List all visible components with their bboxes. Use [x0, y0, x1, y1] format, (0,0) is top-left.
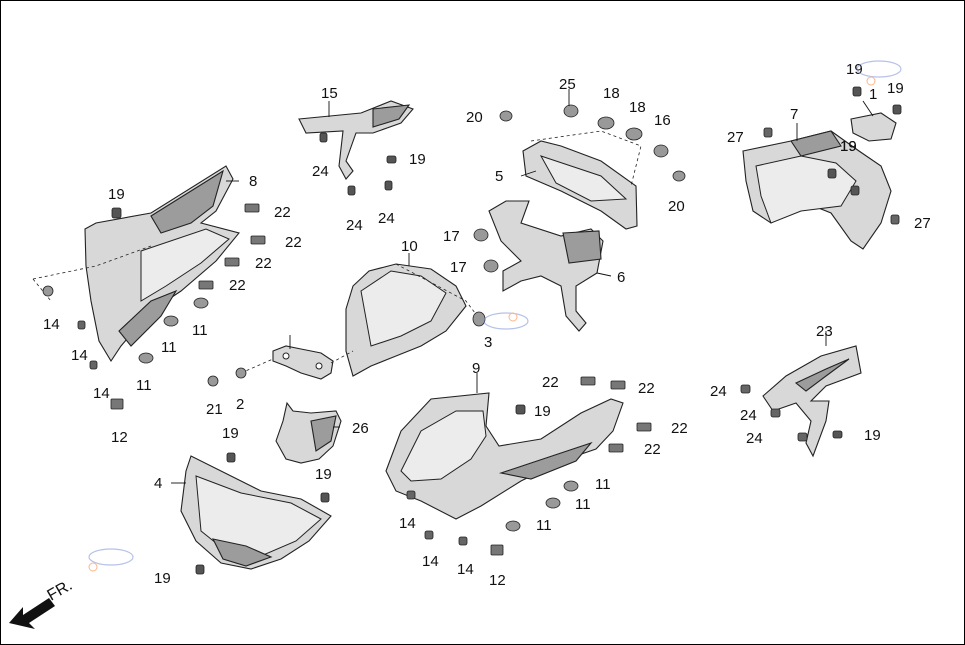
callout-22: 22	[644, 441, 661, 458]
callout-20: 20	[466, 109, 483, 126]
callout-19: 19	[887, 80, 904, 97]
callout-11: 11	[536, 517, 552, 534]
callout-27: 27	[914, 215, 931, 232]
callout-24: 24	[740, 407, 757, 424]
callout-5: 5	[495, 168, 503, 185]
grommet-icon	[42, 104, 686, 532]
callout-11: 11	[595, 476, 611, 493]
callout-10: 10	[401, 238, 418, 255]
headlight-part-7	[742, 130, 892, 250]
callout-22: 22	[229, 277, 246, 294]
callout-14: 14	[422, 553, 439, 570]
bracket-part-23	[762, 345, 862, 458]
callout-22: 22	[274, 204, 291, 221]
callout-14: 14	[399, 515, 416, 532]
callout-22: 22	[255, 255, 272, 272]
callout-18: 18	[629, 99, 646, 116]
callout-12: 12	[489, 572, 506, 589]
callout-22: 22	[285, 234, 302, 251]
callout-7: 7	[790, 106, 798, 123]
stay-part-6	[488, 200, 604, 332]
callout-labels: 1 2 3 4 5 6 7 8 9 10 11 11 11 11 11 11 1…	[43, 61, 931, 589]
callout-17: 17	[450, 259, 467, 276]
callout-9: 9	[472, 360, 480, 377]
callout-22: 22	[638, 380, 655, 397]
clip-nut-icon	[110, 203, 652, 556]
screen-bracket-part-13	[272, 345, 334, 380]
lower-cowl-part-4	[180, 455, 332, 570]
bracket-part-1	[850, 112, 897, 142]
callout-24: 24	[378, 210, 395, 227]
left-side-fairing-part-8	[84, 165, 240, 363]
callout-11: 11	[136, 377, 152, 394]
callout-19: 19	[846, 61, 863, 78]
callout-15: 15	[321, 85, 338, 102]
callout-19: 19	[534, 403, 551, 420]
callout-19: 19	[108, 186, 125, 203]
callout-18: 18	[603, 85, 620, 102]
callout-8: 8	[249, 173, 257, 190]
callout-27: 27	[727, 129, 744, 146]
upper-bracket-part-15	[298, 100, 414, 180]
small-screw-icon	[77, 127, 900, 546]
callout-19: 19	[409, 151, 426, 168]
callout-19: 19	[840, 138, 857, 155]
inner-cover-part-26	[275, 401, 342, 464]
callout-24: 24	[346, 217, 363, 234]
callout-4: 4	[154, 475, 162, 492]
callout-11: 11	[575, 496, 591, 513]
callout-14: 14	[457, 561, 474, 578]
callout-22: 22	[542, 374, 559, 391]
callout-16: 16	[654, 112, 671, 129]
callout-19: 19	[840, 138, 857, 155]
front-direction-arrow: FR.	[9, 577, 75, 629]
callout-6: 6	[617, 269, 625, 286]
callout-19: 19	[222, 425, 239, 442]
callout-1: 1	[869, 86, 877, 103]
callout-14: 14	[71, 347, 88, 364]
watermark-logo	[88, 60, 902, 572]
meter-stay-part-5	[522, 140, 638, 230]
screw-icon	[111, 86, 902, 575]
callout-24: 24	[710, 383, 727, 400]
callout-25: 25	[559, 76, 576, 93]
callout-14: 14	[43, 316, 60, 333]
callout-3: 3	[484, 334, 492, 351]
callout-19: 19	[315, 466, 332, 483]
callout-21: 21	[206, 401, 223, 418]
arrow-icon	[9, 598, 55, 629]
callout-2: 2	[236, 396, 244, 413]
callout-24: 24	[312, 163, 329, 180]
callout-22: 22	[671, 420, 688, 437]
windscreen-part-10	[345, 263, 467, 377]
callout-11: 11	[192, 322, 208, 339]
body-cowl-part-9	[385, 392, 624, 520]
callout-12: 12	[111, 429, 128, 446]
callout-23: 23	[816, 323, 833, 340]
callout-14: 14	[93, 385, 110, 402]
callout-24: 24	[746, 430, 763, 447]
callout-19: 19	[864, 427, 881, 444]
callout-17: 17	[443, 228, 460, 245]
callout-11: 11	[161, 339, 177, 356]
callout-20: 20	[668, 198, 685, 215]
callout-26: 26	[352, 420, 369, 437]
leader-lines	[171, 89, 874, 484]
callout-19: 19	[154, 570, 171, 587]
